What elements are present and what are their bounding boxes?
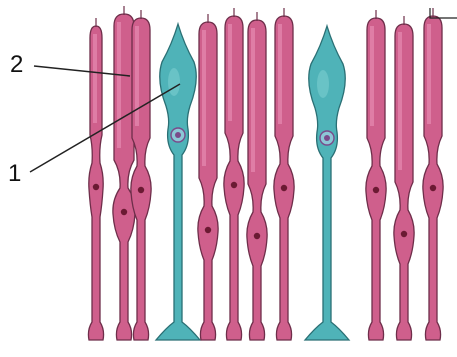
rod-highlight <box>278 24 282 124</box>
rod-nucleus <box>254 233 260 239</box>
rod-nucleus <box>121 209 127 215</box>
rod-nucleus <box>430 185 436 191</box>
rod-cell <box>131 10 151 340</box>
rod-highlight <box>228 24 232 121</box>
cone-cell <box>156 24 200 340</box>
rod-body <box>423 16 443 340</box>
rod-cell <box>198 14 218 340</box>
rod-cell <box>274 8 294 340</box>
rod-cell <box>224 8 244 340</box>
label-2: 2 <box>10 53 23 77</box>
cone-highlight <box>317 70 329 98</box>
rod-highlight <box>427 24 431 124</box>
cone-nucleolus <box>324 135 330 141</box>
rod-nucleus <box>373 187 379 193</box>
rod-highlight <box>370 26 374 126</box>
rod-cell <box>394 16 414 340</box>
cone-body <box>156 24 200 340</box>
rod-body <box>366 18 386 340</box>
rod-highlight <box>135 26 139 126</box>
callout-lines <box>30 66 180 172</box>
rod-nucleus <box>93 184 99 190</box>
rod-body <box>274 16 294 340</box>
rod-body <box>198 22 218 340</box>
rod-body <box>394 24 414 340</box>
rod-highlight <box>117 22 121 148</box>
rod-nucleus <box>401 231 407 237</box>
rod-cell <box>88 18 103 340</box>
rod-highlight <box>251 28 255 172</box>
rod-body <box>247 20 267 340</box>
rod-body <box>131 18 151 340</box>
callout-line-1 <box>30 84 180 172</box>
rod-body <box>224 16 244 340</box>
rod-highlight <box>398 32 402 170</box>
rod-nucleus <box>281 185 287 191</box>
rod-cell <box>366 10 386 340</box>
rod-highlight <box>93 34 97 123</box>
rod-cell <box>423 8 443 340</box>
cone-nucleolus <box>175 132 181 138</box>
rod-highlight <box>202 30 206 166</box>
rod-nucleus <box>231 182 237 188</box>
rod-nucleus <box>205 227 211 233</box>
rod-cell <box>247 12 267 340</box>
rod-nucleus <box>138 187 144 193</box>
label-1: 1 <box>8 162 21 186</box>
cell-layer <box>88 6 457 340</box>
cone-body <box>305 26 349 340</box>
cone-cell <box>305 26 349 340</box>
cone-highlight <box>168 68 180 96</box>
